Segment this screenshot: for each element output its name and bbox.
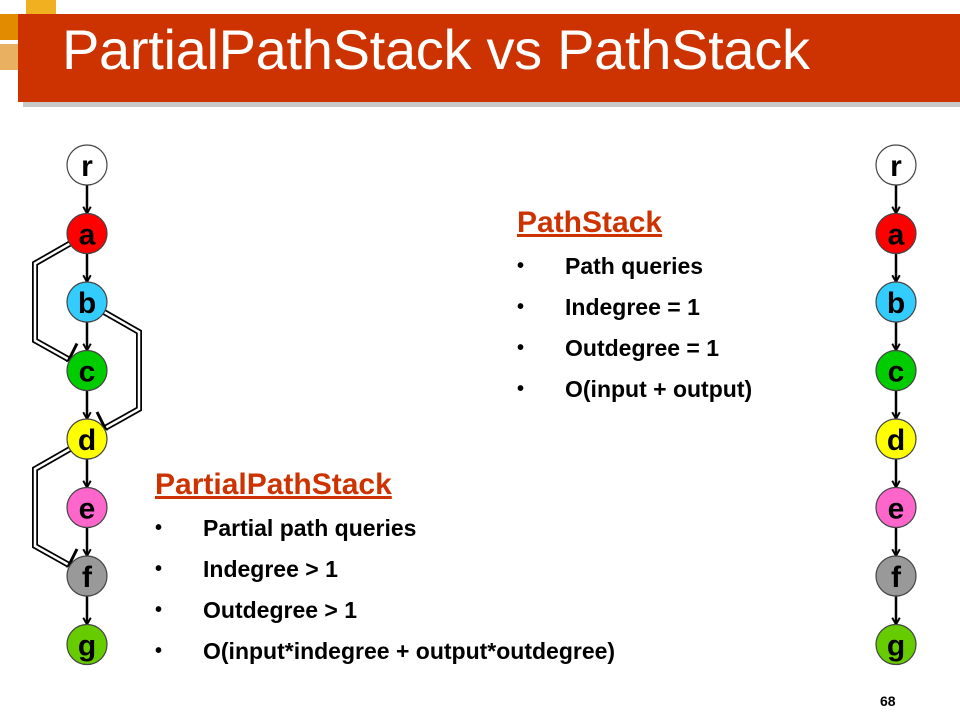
node-label: d bbox=[78, 424, 96, 457]
pathstack-bullet-item: • Indegree = 1 bbox=[517, 287, 700, 328]
node-circle bbox=[66, 281, 108, 323]
pathstack-bullet-item: • Outdegree = 1 bbox=[517, 328, 719, 369]
left-node-c: c bbox=[66, 349, 108, 392]
node-circle bbox=[875, 555, 917, 597]
partialpathstack-section: PartialPathStack • Partial path queries … bbox=[155, 468, 615, 672]
bullet-text: Outdegree > 1 bbox=[203, 597, 358, 623]
title-bar bbox=[18, 14, 960, 102]
left-node-b: b bbox=[66, 281, 108, 323]
slide-title: PartialPathStack vs PathStack bbox=[62, 18, 810, 81]
bullet-text: O(input*indegree + output*outdegree) bbox=[203, 638, 616, 664]
bullet-glyph: • bbox=[155, 558, 163, 580]
bullet-glyph: • bbox=[155, 599, 163, 621]
node-circle bbox=[875, 486, 917, 529]
bullet-glyph: • bbox=[517, 337, 525, 359]
node-circle bbox=[875, 212, 917, 255]
node-label: e bbox=[79, 493, 96, 526]
partialpathstack-heading: PartialPathStack bbox=[155, 468, 392, 501]
node-label: c bbox=[888, 356, 905, 389]
node-label: f bbox=[891, 561, 902, 594]
partialpathstack-bullet-item: • Outdegree > 1 bbox=[155, 590, 392, 631]
right-node-b: b bbox=[875, 281, 917, 323]
page-number: 68 bbox=[880, 693, 896, 709]
node-label: r bbox=[81, 150, 93, 183]
left-node-e: e bbox=[66, 486, 108, 529]
partialpathstack-bullet-item: • O(input*indegree + output*outdegree) bbox=[155, 631, 615, 672]
right-node-e: e bbox=[875, 486, 917, 529]
node-label: e bbox=[888, 493, 905, 526]
left-node-r: r bbox=[66, 144, 108, 186]
right-node-d: d bbox=[875, 418, 917, 460]
node-circle bbox=[875, 349, 917, 392]
bullet-text: Indegree = 1 bbox=[565, 294, 700, 320]
partialpathstack-bullet-item: • Partial path queries bbox=[155, 508, 416, 549]
node-label: a bbox=[888, 219, 905, 252]
left-node-a: a bbox=[66, 212, 108, 255]
node-circle bbox=[66, 486, 108, 529]
node-label: b bbox=[78, 287, 96, 320]
pathstack-bullet-list: • Path queries • Indegree = 1 • Outdegre… bbox=[517, 246, 752, 410]
left-graph-edges bbox=[32, 185, 142, 625]
left-node-g: g bbox=[66, 623, 108, 666]
bullet-text: Path queries bbox=[565, 253, 704, 279]
bullet-glyph: • bbox=[155, 640, 163, 662]
node-label: f bbox=[82, 561, 93, 594]
right-node-f: f bbox=[875, 555, 917, 597]
bullet-text: Indegree > 1 bbox=[203, 556, 338, 582]
node-label: c bbox=[79, 356, 96, 389]
node-circle bbox=[66, 212, 108, 255]
node-label: b bbox=[887, 287, 905, 320]
node-circle bbox=[66, 349, 108, 392]
bullet-glyph: • bbox=[517, 296, 525, 318]
node-label: a bbox=[79, 219, 96, 252]
bullet-text: O(input + output) bbox=[565, 376, 753, 402]
node-label: d bbox=[887, 424, 905, 457]
node-circle bbox=[66, 555, 108, 597]
pathstack-bullet-item: • Path queries bbox=[517, 246, 703, 287]
bullet-glyph: • bbox=[155, 517, 163, 539]
pathstack-section: PathStack • Path queries • Indegree = 1 … bbox=[517, 206, 752, 410]
node-label: r bbox=[890, 150, 902, 183]
pathstack-bullet-item: • O(input + output) bbox=[517, 369, 752, 410]
bullet-text: Partial path queries bbox=[203, 515, 417, 541]
left-node-d: d bbox=[66, 418, 108, 460]
pathstack-heading: PathStack bbox=[517, 206, 663, 239]
bullet-glyph: • bbox=[517, 255, 525, 277]
node-label: g bbox=[887, 630, 905, 663]
node-circle bbox=[66, 623, 108, 666]
partialpathstack-bullet-item: • Indegree > 1 bbox=[155, 549, 392, 590]
node-circle bbox=[875, 281, 917, 323]
node-circle bbox=[875, 418, 917, 460]
partialpathstack-bullet-list: • Partial path queries • Indegree > 1 • … bbox=[155, 508, 615, 672]
bullet-text: Outdegree = 1 bbox=[565, 335, 720, 361]
bullet-glyph: • bbox=[517, 378, 525, 400]
right-node-g: g bbox=[875, 623, 917, 666]
left-node-f: f bbox=[66, 555, 108, 597]
left-graph-nodes: r a b c d e f g bbox=[66, 144, 108, 666]
node-label: g bbox=[78, 630, 96, 663]
right-graph-nodes: r a b c d e f g bbox=[875, 144, 917, 666]
right-node-r: r bbox=[875, 144, 917, 186]
node-circle bbox=[66, 418, 108, 460]
right-node-a: a bbox=[875, 212, 917, 255]
right-node-c: c bbox=[875, 349, 917, 392]
node-circle bbox=[66, 144, 108, 186]
node-circle bbox=[875, 144, 917, 186]
node-circle bbox=[875, 623, 917, 666]
